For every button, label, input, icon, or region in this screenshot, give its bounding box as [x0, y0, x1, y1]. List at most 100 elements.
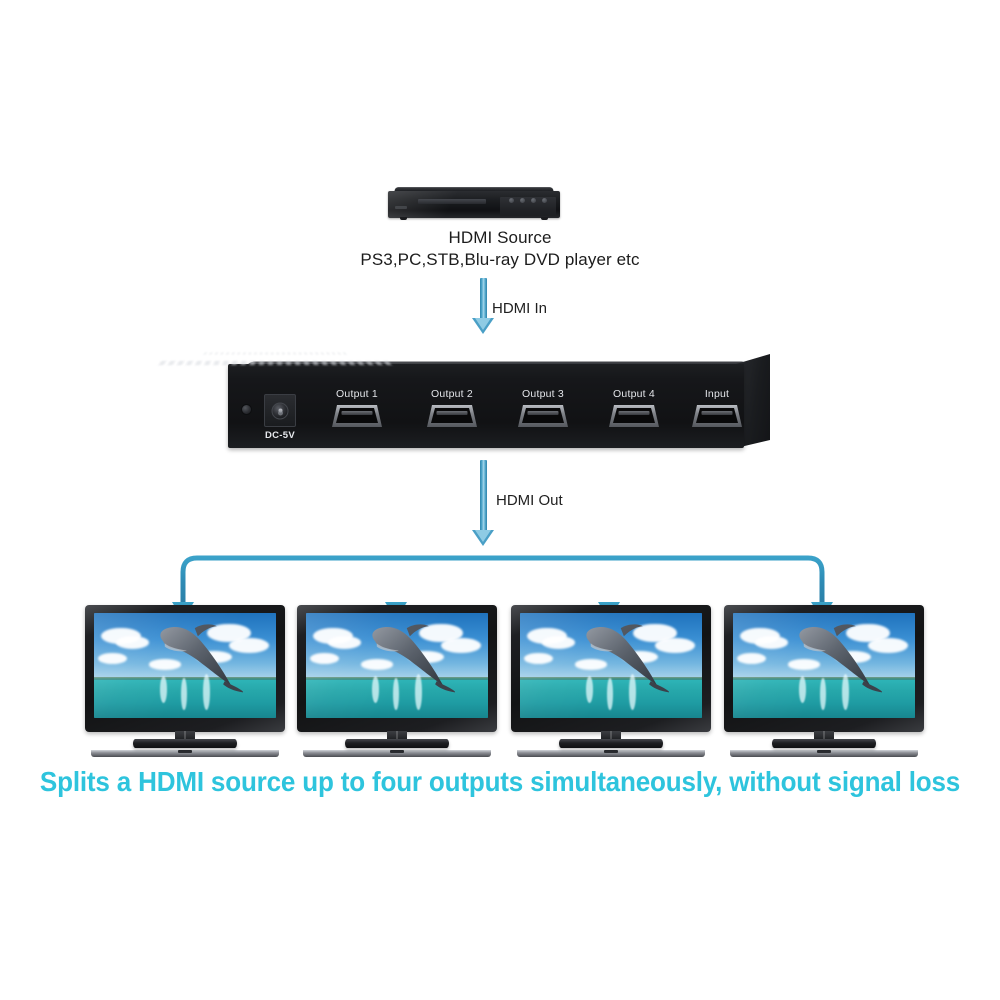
hdmi-port-output-1-label: Output 1: [336, 388, 378, 400]
television-3-bezel: [511, 605, 711, 732]
hdmi-port-output-3-tongue: [527, 411, 559, 415]
branch-bus-path: [180, 555, 825, 605]
source-device-button-3: [531, 198, 536, 203]
splitter-front-panel: DC-5V Output 1 Output 2 Output 3: [228, 364, 744, 448]
dc-power-jack-barrel: [271, 402, 289, 419]
screen-water-splash: [393, 678, 399, 710]
television-1-stand-neck: [175, 731, 195, 742]
screen-water-splash: [842, 673, 850, 710]
dc-power-jack[interactable]: [264, 394, 296, 427]
screen-cloud: [541, 636, 575, 649]
screen-cloud: [523, 652, 553, 665]
product-tagline: Splits a HDMI source up to four outputs …: [39, 766, 961, 797]
splitter-screw: [241, 404, 252, 415]
television-2-stand-base: [345, 739, 449, 748]
source-device-foot-left: [400, 217, 407, 220]
hdmi-in-label: HDMI In: [492, 300, 548, 317]
hdmi-port-input-label: Input: [704, 388, 730, 400]
screen-water-splash: [798, 676, 806, 704]
screen-dolphin: [585, 624, 670, 693]
source-device-gloss: [388, 191, 488, 218]
screen-water-splash: [159, 676, 167, 704]
screen-water-splash: [371, 676, 379, 704]
hdmi-in-arrow-shaft: [480, 278, 487, 320]
screen-cloud: [418, 623, 463, 643]
television-3-bottom-strip: [517, 750, 705, 757]
television-1-bottom-strip: [91, 750, 279, 757]
screen-cloud: [632, 623, 677, 643]
source-device-foot-right: [541, 217, 548, 220]
dc-power-label: DC-5V: [264, 430, 295, 441]
television-1: [85, 605, 285, 760]
television-1-led: [178, 750, 192, 753]
hdmi-source-device: [388, 186, 560, 224]
screen-dolphin: [159, 624, 244, 693]
television-4-stand-base: [772, 739, 876, 748]
screen-cloud: [148, 659, 182, 670]
television-3-led: [604, 750, 618, 753]
screen-cloud: [736, 652, 766, 665]
television-1-stand-base: [133, 739, 237, 748]
hdmi-port-output-2-connector: [427, 405, 477, 427]
screen-cloud: [574, 659, 608, 670]
hdmi-port-output-2-label: Output 2: [431, 388, 473, 400]
screen-cloud: [440, 638, 481, 653]
source-subtitle-label: PS3,PC,STB,Blu-ray DVD player etc: [360, 250, 640, 269]
television-4-led: [817, 750, 831, 753]
screen-dolphin: [371, 624, 456, 693]
hdmi-port-output-4-connector: [609, 405, 659, 427]
source-device-button-4: [542, 198, 547, 203]
television-2-bezel: [297, 605, 497, 732]
screen-cloud: [228, 638, 269, 653]
screen-cloud: [867, 638, 908, 653]
hdmi-port-output-2-tongue: [436, 411, 468, 415]
screen-cloud: [654, 638, 695, 653]
television-1-screen: [94, 613, 276, 718]
dc-power-jack-notch: [277, 410, 283, 415]
hdmi-in-arrow-head: [472, 318, 494, 334]
television-3-stand-neck: [601, 731, 621, 742]
television-4-stand-neck: [814, 731, 834, 742]
screen-cloud: [115, 636, 149, 649]
hdmi-port-output-1-tongue: [341, 411, 373, 415]
television-4-screen: [733, 613, 915, 718]
hdmi-port-input-tongue: [701, 411, 733, 415]
screen-water-splash: [203, 673, 211, 710]
disc-tray-slot: [418, 199, 486, 204]
screen-water-splash: [607, 678, 613, 710]
screen-cloud: [360, 659, 394, 670]
screen-dolphin: [798, 624, 883, 693]
television-1-bezel: [85, 605, 285, 732]
hdmi-port-output-3-label: Output 3: [522, 388, 564, 400]
screen-cloud: [206, 623, 251, 643]
screen-cloud: [327, 636, 361, 649]
hdmi-port-output-4-label: Output 4: [613, 388, 655, 400]
television-2-bottom-strip: [303, 750, 491, 757]
hdmi-port-output-1-connector: [332, 405, 382, 427]
source-title-label: HDMI Source: [448, 228, 552, 247]
screen-water-splash: [629, 673, 637, 710]
hdmi-port-output-4-tongue: [618, 411, 650, 415]
television-4: [724, 605, 924, 760]
screen-cloud: [754, 636, 788, 649]
hdmi-out-arrow-head: [472, 530, 494, 546]
screen-water-splash: [820, 678, 826, 710]
screen-cloud: [845, 623, 890, 643]
screen-water-splash: [585, 676, 593, 704]
television-2: [297, 605, 497, 760]
hdmi-port-input-connector: [692, 405, 742, 427]
television-2-stand-neck: [387, 731, 407, 742]
source-device-button-2: [520, 198, 525, 203]
source-device-body: [388, 191, 560, 218]
source-device-button-1: [509, 198, 514, 203]
screen-water-splash: [181, 678, 187, 710]
television-2-led: [390, 750, 404, 753]
hdmi-port-output-3-connector: [518, 405, 568, 427]
television-4-bezel: [724, 605, 924, 732]
television-3-screen: [520, 613, 702, 718]
television-3-stand-base: [559, 739, 663, 748]
hdmi-splitter-device: DC-5V Output 1 Output 2 Output 3: [228, 348, 774, 448]
screen-cloud: [309, 652, 339, 665]
hdmi-out-arrow-shaft: [480, 460, 487, 532]
screen-cloud: [787, 659, 821, 670]
